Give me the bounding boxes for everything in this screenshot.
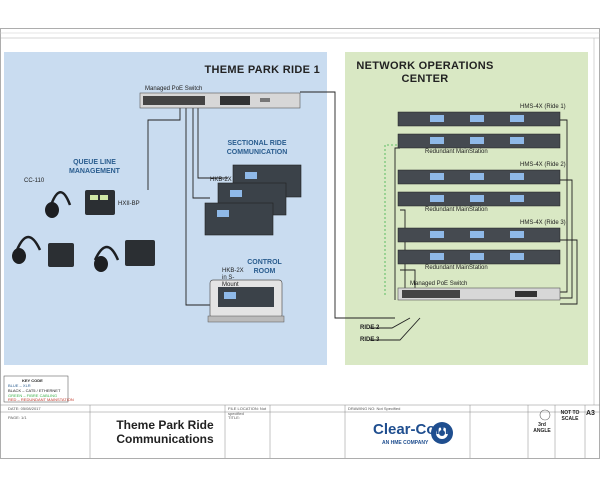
file-location-label: FILE LOCATION: Not specified (228, 406, 267, 416)
fibre-cable (384, 144, 400, 295)
queue-line-label: QUEUE LINE MANAGEMENT (69, 159, 120, 175)
hkb-label: HKB-2X (210, 177, 232, 183)
page-label: PAGE: 1/1 (8, 415, 27, 420)
angle-label: 3rd ANGLE (533, 422, 551, 434)
control-room-label: CONTROL ROOM (247, 259, 282, 275)
title-network-operations-center: NETWORK OPERATIONS CENTER (356, 60, 494, 85)
drawing-title-line1: Theme Park Ride (116, 418, 214, 432)
hkb-smount-label: HKB-2X in S-Mount (222, 268, 244, 288)
date-label: DATE: 05/08/2017 (8, 406, 41, 411)
drawing-no-label: DRAWING NO: Not Specified (348, 406, 401, 411)
redundant-label-ride3: Redundant MainStation (425, 265, 488, 271)
managed-poe-switch-ride1 (139, 92, 301, 109)
sheet-size: A3 (586, 410, 595, 417)
hms-4x-racks (397, 111, 561, 265)
key-code-blue: BLUE – XLR (8, 383, 31, 388)
title-block (0, 404, 600, 458)
ride2-label: RIDE 2 (360, 325, 380, 331)
redundant-label-ride2: Redundant MainStation (425, 207, 488, 213)
beltpacks (48, 190, 155, 267)
hms-label-ride3: HMS-4X (Ride 3) (520, 220, 566, 226)
company-name: Clear-Com (373, 421, 449, 438)
switch-label-left: Managed PoE Switch (145, 86, 203, 92)
key-code-black: BLACK – CAT5 / ETHERNET (8, 388, 61, 393)
ride3-label: RIDE 3 (360, 337, 380, 343)
drawing-title-line2: Communications (116, 432, 214, 446)
redundant-label-ride1: Redundant MainStation (425, 149, 488, 155)
hms-label-ride1: HMS-4X (Ride 1) (520, 104, 566, 110)
scale-label: NOT TO SCALE (560, 410, 580, 422)
managed-poe-switch-noc (397, 287, 561, 301)
cc110-label: CC-110 (24, 178, 45, 184)
key-code-green: GREEN – FIBRE CABLING (8, 393, 58, 398)
switch-label-noc: Managed PoE Switch (410, 281, 468, 287)
region-network-operations-center (345, 52, 588, 365)
hms-label-ride2: HMS-4X (Ride 2) (520, 162, 566, 168)
sectional-label: SECTIONAL RIDE COMMUNICATION (226, 140, 288, 156)
projection-icon (539, 409, 551, 421)
key-code-box (3, 375, 69, 403)
company-tagline: AN HME COMPANY (382, 440, 429, 446)
title-theme-park-ride: THEME PARK RIDE 1 (204, 64, 320, 76)
key-code-title: KEY CODE (22, 378, 43, 383)
hkb-2x-smount (207, 279, 285, 323)
key-code-red: RED – REDUNDANT MAINSTATION (8, 397, 74, 402)
hkb-2x-panels (204, 164, 302, 236)
hxii-label: HXII-BP (118, 201, 140, 207)
title-tag: TITLE: (228, 415, 241, 420)
